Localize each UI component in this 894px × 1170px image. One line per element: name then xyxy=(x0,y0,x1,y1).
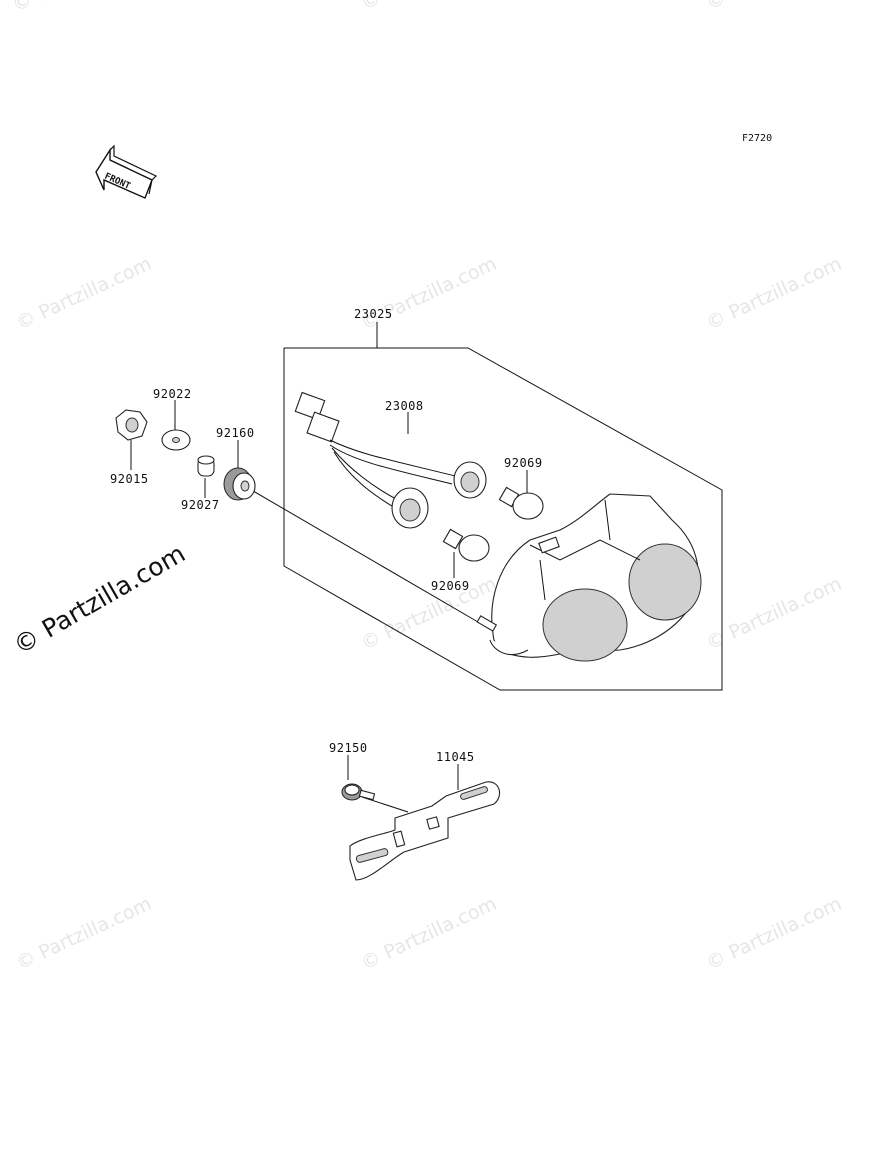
part-23008-harness[interactable] xyxy=(294,391,487,529)
part-11045-bracket[interactable] xyxy=(349,781,501,881)
part-92160-grommet[interactable] xyxy=(223,467,256,501)
watermark: © Partzilla.com xyxy=(13,253,155,335)
label-92069-upper[interactable]: 92069 xyxy=(504,456,543,470)
watermark: © Partzilla.com xyxy=(703,253,845,335)
figure-code: F2720 xyxy=(742,133,772,144)
label-92069-lower[interactable]: 92069 xyxy=(431,579,470,593)
watermark: © Partzilla.com xyxy=(358,573,500,655)
part-92069-bulb-lower[interactable] xyxy=(442,528,490,562)
assembly-outline xyxy=(283,347,723,691)
label-92027[interactable]: 92027 xyxy=(181,498,220,512)
watermark: © Partzilla.com xyxy=(9,0,151,17)
label-92022[interactable]: 92022 xyxy=(153,387,192,401)
watermark: © Partzilla.com xyxy=(703,0,845,15)
watermark: © Partzilla.com xyxy=(703,573,845,655)
watermark-bold: © Partzilla.com xyxy=(9,539,191,661)
part-92150-bolt[interactable] xyxy=(341,783,376,801)
watermark: © Partzilla.com xyxy=(13,893,155,975)
label-92015[interactable]: 92015 xyxy=(110,472,149,486)
part-labels: 23025 23008 92022 92015 92160 92027 9206… xyxy=(110,307,543,764)
watermark: © Partzilla.com xyxy=(358,893,500,975)
leader-lines xyxy=(130,322,528,813)
label-11045[interactable]: 11045 xyxy=(436,750,475,764)
label-23008[interactable]: 23008 xyxy=(385,399,424,413)
watermark: © Partzilla.com xyxy=(358,0,500,15)
label-92160[interactable]: 92160 xyxy=(216,426,255,440)
part-92027-collar[interactable] xyxy=(197,455,215,477)
front-arrow-icon: FRONT xyxy=(95,144,158,199)
label-23025[interactable]: 23025 xyxy=(354,307,393,321)
label-92150[interactable]: 92150 xyxy=(329,741,368,755)
watermark: © Partzilla.com xyxy=(358,253,500,335)
part-92022-washer[interactable] xyxy=(161,429,191,451)
part-92069-bulb-upper[interactable] xyxy=(498,486,544,520)
part-92015-nut[interactable] xyxy=(115,409,148,441)
tail-light-housing xyxy=(476,493,702,662)
watermark: © Partzilla.com xyxy=(703,893,845,975)
